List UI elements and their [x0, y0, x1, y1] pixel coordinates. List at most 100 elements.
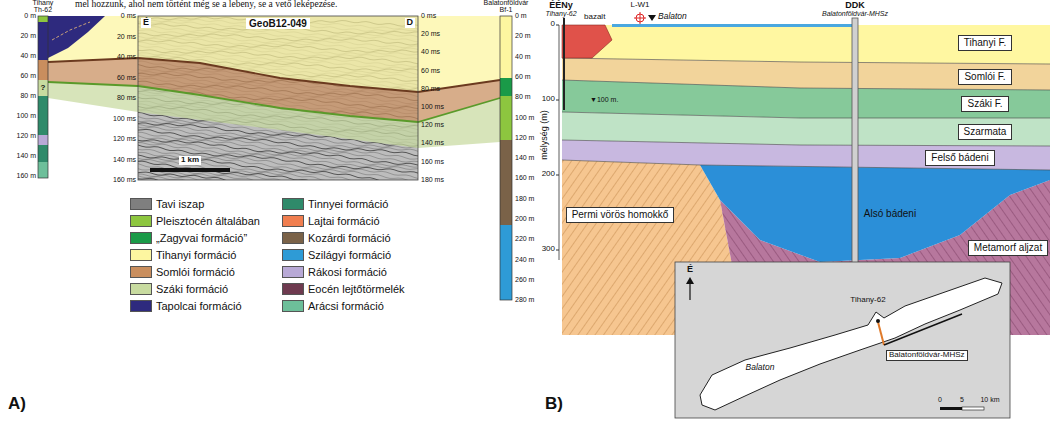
- direction-label: É: [141, 18, 151, 28]
- time-tick: 80 ms: [421, 85, 440, 93]
- formation-name: Felső bádeni: [931, 152, 988, 164]
- horizon-line: [48, 82, 500, 122]
- legend-swatch: [130, 283, 152, 295]
- legend-text: Eocén lejtőtörmelék: [308, 283, 405, 295]
- depth-tick: 40 m: [515, 53, 531, 61]
- axis-tick: 300: [542, 245, 555, 254]
- formation-name: Száki F.: [967, 98, 1002, 110]
- note-text: mel hozzunk, ahol nem történt még se a l…: [75, 0, 337, 9]
- time-tick: 140 ms: [421, 139, 444, 147]
- formation-name: Tihanyi F.: [964, 37, 1006, 49]
- profile-name: GeoB12-049: [246, 18, 310, 29]
- axis-tick: 200: [542, 170, 555, 179]
- axis-tick: 100: [542, 95, 555, 104]
- legend-text: Szilágyi formáció: [308, 249, 391, 261]
- direction-label: ÉÉNy: [549, 1, 573, 11]
- horizon-line: [48, 58, 500, 92]
- depth-note: ▼100 m.: [590, 96, 618, 104]
- scale-label: 1 km: [179, 156, 201, 165]
- formation-bands: [48, 16, 500, 148]
- time-tick: 100 ms: [421, 103, 444, 111]
- time-tick: 0 ms: [421, 12, 436, 20]
- time-tick: 0 ms: [121, 12, 136, 20]
- time-tick: 40 ms: [117, 53, 136, 61]
- depth-tick: 240 m: [515, 256, 534, 264]
- depth-tick: 20 m: [515, 32, 531, 40]
- legend-swatch: [282, 232, 304, 244]
- legend-text: Lajtai formáció: [308, 215, 380, 227]
- time-tick: 20 ms: [117, 33, 136, 41]
- legend-text: Tihanyi formáció: [156, 249, 236, 261]
- depth-tick: 60 m: [20, 72, 36, 80]
- formation-name: Szarmata: [964, 126, 1007, 138]
- well-name: L-W1: [630, 1, 649, 10]
- time-tick: 160 ms: [421, 158, 444, 166]
- lake-label: Balaton: [658, 12, 687, 21]
- legend-text: Arácsi formáció: [308, 300, 384, 312]
- depth-tick: 60 m: [515, 73, 531, 81]
- legend-swatch: [282, 266, 304, 278]
- panel-letter: A): [8, 395, 26, 414]
- scale-label: 10 km: [980, 396, 999, 404]
- depth-tick: 180 m: [515, 195, 534, 203]
- legend-swatch: [282, 249, 304, 261]
- time-tick: 40 ms: [421, 48, 440, 56]
- depth-tick: 160 m: [515, 174, 534, 182]
- rock-label: bazalt: [584, 13, 605, 22]
- depth-tick: 260 m: [515, 276, 534, 284]
- formation-name: Permi vörös homokkő: [572, 209, 669, 221]
- depth-tick: 280 m: [515, 296, 534, 304]
- legend-swatch: [130, 232, 152, 244]
- seismic-reflector: [138, 149, 418, 178]
- time-tick: 160 ms: [113, 176, 136, 184]
- section-frame: [138, 16, 418, 180]
- legend-swatch: [130, 215, 152, 227]
- time-tick: 100 ms: [113, 115, 136, 123]
- depth-tick: 220 m: [515, 235, 534, 243]
- time-tick: 80 ms: [117, 94, 136, 102]
- formation-box: Szarmata: [958, 124, 1013, 140]
- axis-title: mélység (m): [540, 110, 550, 160]
- map-label: Balatonföldvár-MHSz: [886, 350, 968, 361]
- well-name: Tihany: [33, 0, 54, 7]
- formation-box: Somlói F.: [958, 69, 1011, 85]
- depth-tick: 0 m: [24, 12, 36, 20]
- legend-text: Tavi iszap: [156, 198, 204, 210]
- depth-tick: 0 m: [515, 12, 527, 20]
- tapolcai-body: [48, 16, 105, 58]
- time-tick: 60 ms: [421, 67, 440, 75]
- formation-label: Alsó bádeni: [864, 208, 916, 219]
- uncertain-mark: ?: [41, 84, 46, 93]
- szaki-band: [48, 82, 500, 148]
- legend-swatch: [282, 198, 304, 210]
- seismic-reflector: [138, 141, 418, 167]
- depth-tick: 80 m: [515, 93, 531, 101]
- legend-text: „Zagyvai formáció”: [156, 232, 247, 244]
- well-name: Balatonföldvár-MHSz: [822, 10, 888, 18]
- time-tick: 60 ms: [117, 74, 136, 82]
- lake-label: Balaton: [746, 363, 775, 372]
- seismic-reflector: [138, 140, 418, 165]
- depth-tick: 140 m: [17, 152, 36, 160]
- seismic-reflector: [138, 176, 418, 180]
- formation-box: Permi vörös homokkő: [566, 207, 675, 223]
- depth-tick: 120 m: [515, 134, 534, 142]
- panel-letter: B): [545, 395, 563, 414]
- time-tick: 20 ms: [421, 30, 440, 38]
- legend-text: Pleisztocén általában: [156, 215, 260, 227]
- direction-label: D: [405, 18, 416, 28]
- well-name: Tihany-62: [545, 10, 576, 18]
- depth-tick: 140 m: [515, 154, 534, 162]
- time-tick: 180 ms: [421, 176, 444, 184]
- legend-swatch: [282, 283, 304, 295]
- formation-box: Felső bádeni: [925, 150, 994, 166]
- seismic-reflector: [138, 169, 418, 180]
- time-tick: 140 ms: [113, 156, 136, 164]
- legend-swatch: [130, 198, 152, 210]
- depth-tick: 20 m: [20, 32, 36, 40]
- time-tick: 120 ms: [113, 135, 136, 143]
- depth-tick: 120 m: [17, 132, 36, 140]
- formation-name: Somlói F.: [964, 71, 1005, 83]
- legend-text: Kozárdi formáció: [308, 232, 391, 244]
- legend-text: Somlói formáció: [156, 266, 235, 278]
